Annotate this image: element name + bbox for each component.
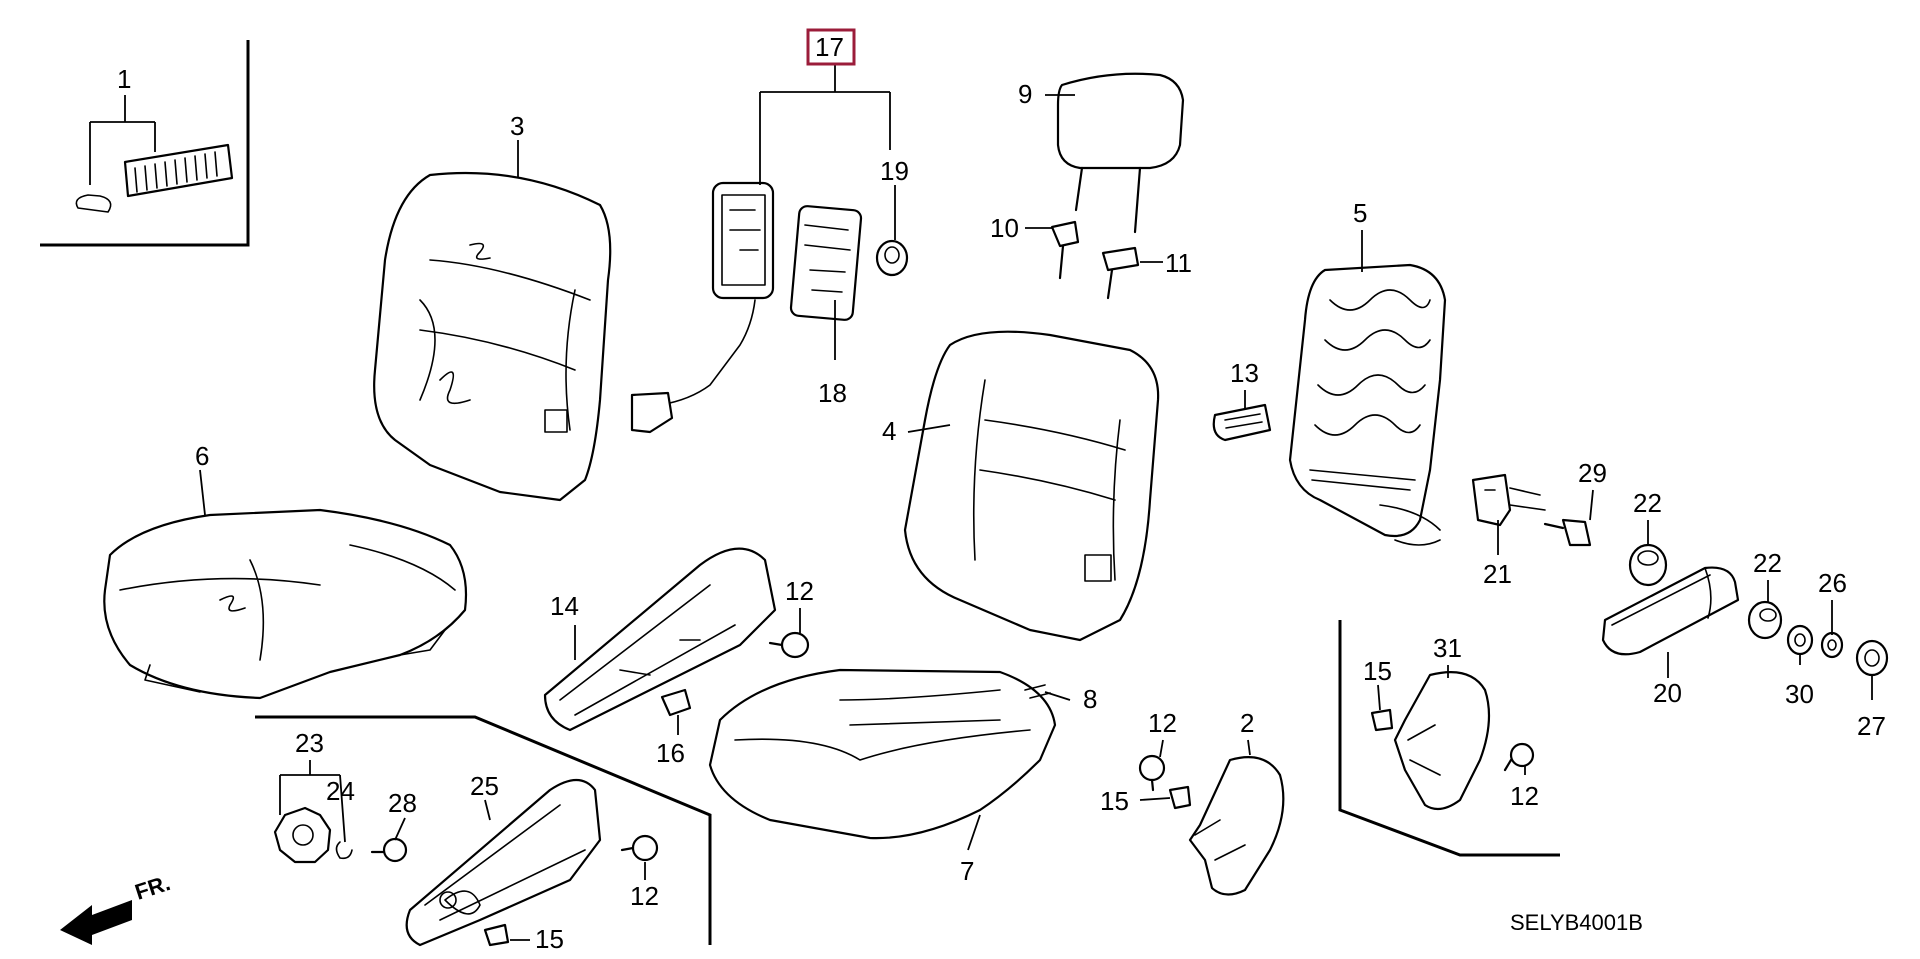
callout-16: 16 <box>656 738 685 768</box>
part-1-clips <box>75 143 234 213</box>
callout-15-c: 15 <box>535 924 564 954</box>
callout-8: 8 <box>1083 684 1097 714</box>
part-22-bushing-a <box>1628 543 1668 587</box>
section-boundaries <box>40 40 1560 945</box>
diagram-code: SELYB4001B <box>1510 910 1643 935</box>
callout-9: 9 <box>1018 79 1032 109</box>
callout-21: 21 <box>1483 559 1512 589</box>
part-12-bolt-b <box>1138 754 1166 792</box>
part-7-seat-cushion-pad <box>708 668 1057 840</box>
callout-12-d: 12 <box>1510 781 1539 811</box>
part-27-nut <box>1855 639 1889 677</box>
callout-31: 31 <box>1433 633 1462 663</box>
part-22-bushing-b <box>1747 600 1783 640</box>
part-12-bolt-a <box>768 631 810 659</box>
part-20-armrest <box>1601 566 1740 656</box>
front-direction-arrow-icon <box>60 900 132 945</box>
part-30-washer <box>1786 624 1814 656</box>
part-24-ring <box>335 841 353 860</box>
callout-15-a: 15 <box>1100 786 1129 816</box>
part-25-recliner-frame <box>405 778 602 947</box>
part-23-recliner-knob <box>273 806 332 864</box>
callout-6: 6 <box>195 441 209 471</box>
callout-12-b: 12 <box>1148 708 1177 738</box>
part-29-bolt <box>1543 518 1592 547</box>
callout-28: 28 <box>388 788 417 818</box>
callout-18: 18 <box>818 378 847 408</box>
callout-4: 4 <box>882 416 896 446</box>
callout-23: 23 <box>295 728 324 758</box>
part-4-seatback-pad <box>903 330 1160 642</box>
callout-3: 3 <box>510 111 524 141</box>
callout-10: 10 <box>990 213 1019 243</box>
callout-7: 7 <box>960 856 974 886</box>
callout-26: 26 <box>1818 568 1847 598</box>
part-21-recliner-bracket <box>1471 473 1546 527</box>
callout-22-b: 22 <box>1753 548 1782 578</box>
part-31-side-cover <box>1393 671 1491 811</box>
part-15-clip-b <box>1370 708 1394 732</box>
part-3-seatback-cover <box>373 171 612 502</box>
part-26-washer <box>1820 631 1844 659</box>
part-14-seat-frame <box>543 547 777 732</box>
callout-17-highlight <box>806 28 856 66</box>
part-17-side-airbag-assembly <box>630 181 909 434</box>
part-5-seatback-frame <box>1288 263 1447 546</box>
callout-2: 2 <box>1240 708 1254 738</box>
callout-29: 29 <box>1578 458 1607 488</box>
callout-labels: 1 3 6 17 19 18 9 10 11 4 5 13 21 29 22 2… <box>117 32 1886 954</box>
part-12-bolt-c <box>620 834 659 862</box>
callout-12-c: 12 <box>630 881 659 911</box>
callout-13: 13 <box>1230 358 1259 388</box>
callout-25: 25 <box>470 771 499 801</box>
callout-14: 14 <box>550 591 579 621</box>
callout-30: 30 <box>1785 679 1814 709</box>
callout-5: 5 <box>1353 198 1367 228</box>
part-11-headrest-guide <box>1101 246 1140 300</box>
part-6-seat-cushion-cover <box>103 508 468 700</box>
callout-19: 19 <box>880 156 909 186</box>
callout-12-a: 12 <box>785 576 814 606</box>
callout-17: 17 <box>815 32 844 62</box>
callout-27: 27 <box>1857 711 1886 741</box>
part-15-clip-c <box>483 923 510 947</box>
part-16-clip <box>660 688 692 717</box>
callout-15-b: 15 <box>1363 656 1392 686</box>
callout-22-a: 22 <box>1633 488 1662 518</box>
callout-24: 24 <box>326 776 355 806</box>
callout-11: 11 <box>1165 248 1192 278</box>
front-marker-label: FR. <box>132 870 173 905</box>
part-9-headrest <box>1056 72 1185 234</box>
leader-lines <box>89 65 1873 941</box>
part-10-headrest-guide <box>1050 220 1080 280</box>
part-2-side-cover <box>1188 756 1285 896</box>
part-15-clip-a <box>1168 785 1192 810</box>
callout-20: 20 <box>1653 678 1682 708</box>
part-13-recliner-lever <box>1212 403 1272 442</box>
part-8-clip <box>1024 684 1051 699</box>
part-12-bolt-d <box>1503 742 1535 772</box>
callout-1: 1 <box>117 64 131 94</box>
part-28-bolt <box>370 837 408 863</box>
